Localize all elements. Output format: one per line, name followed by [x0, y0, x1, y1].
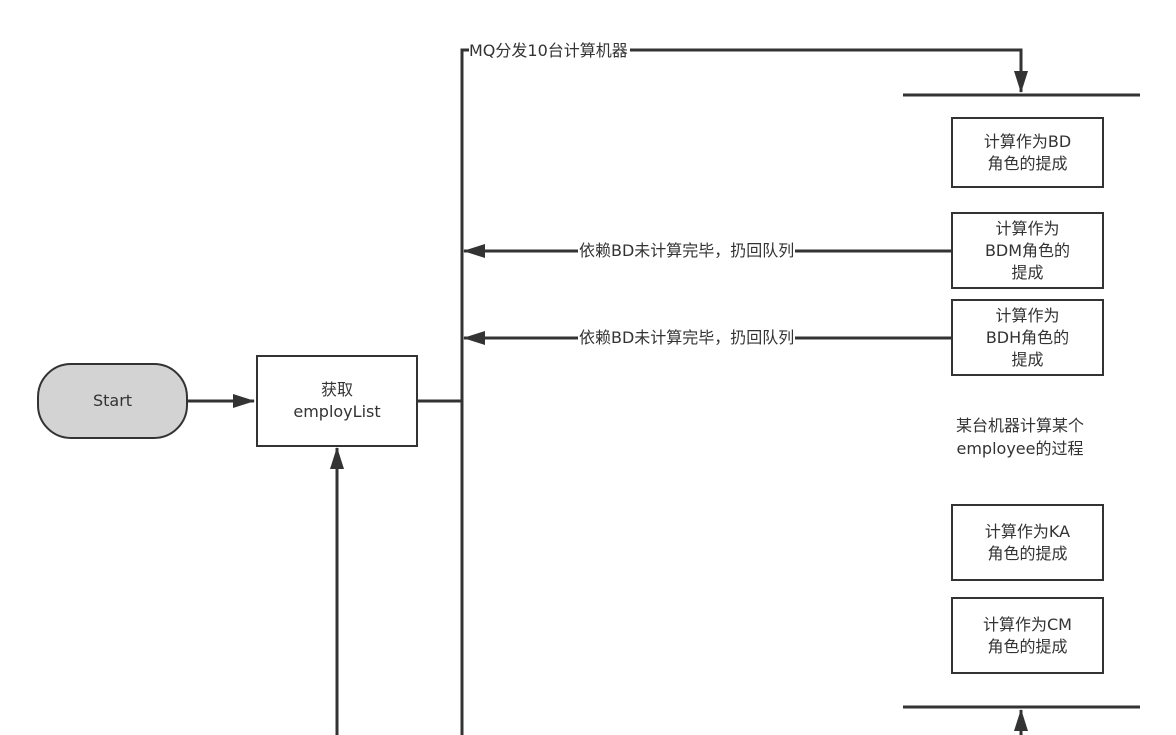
machine-process-caption: 某台机器计算某个 employee的过程 [955, 416, 1084, 458]
ka-commission-node[interactable]: 计算作为KA 角色的提成 [951, 504, 1104, 581]
mq-dispatch-label: MQ分发10台计算机器 [469, 41, 630, 61]
bdm-requeue-label: 依赖BD未计算完毕，扔回队列 [578, 241, 796, 261]
bdh-commission-node[interactable]: 计算作为 BDH角色的 提成 [951, 299, 1104, 376]
fetch-employlist-node[interactable]: 获取 employList [256, 355, 418, 447]
bdh-requeue-label: 依赖BD未计算完毕，扔回队列 [578, 328, 796, 348]
cm-commission-node[interactable]: 计算作为CM 角色的提成 [951, 597, 1104, 674]
start-node[interactable]: Start [37, 363, 188, 439]
edge-mq-dispatch [460, 48, 1028, 93]
bd-commission-node[interactable]: 计算作为BD 角色的提成 [951, 117, 1104, 188]
bdm-commission-node[interactable]: 计算作为 BDM角色的 提成 [951, 212, 1104, 289]
